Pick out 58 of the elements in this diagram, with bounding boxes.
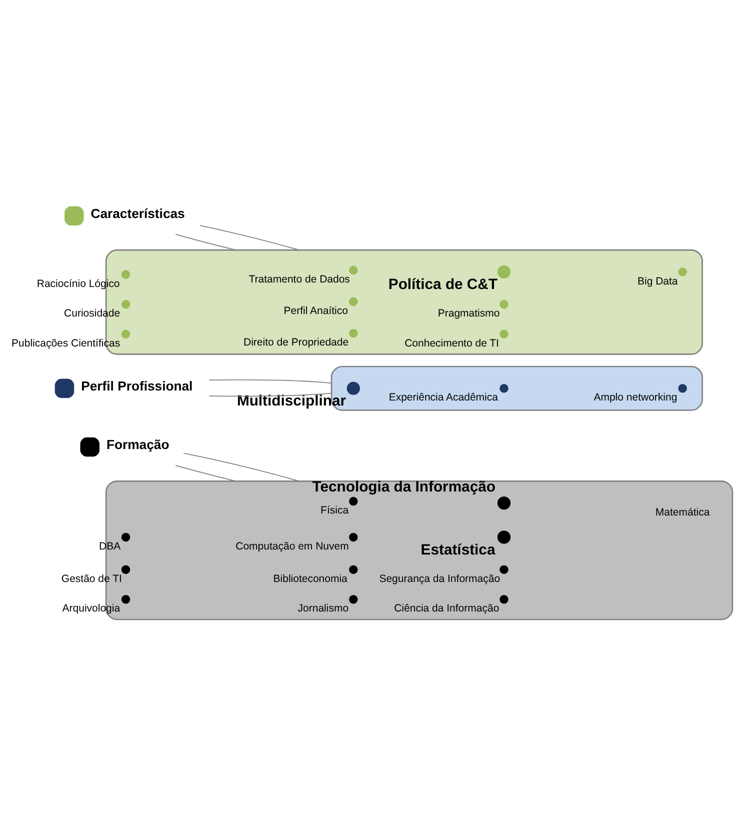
node-circle	[497, 264, 511, 278]
connector	[175, 233, 236, 250]
node-text: Matemática	[655, 506, 710, 518]
node-label: Formação	[106, 436, 170, 452]
node-label: Estatística	[420, 542, 496, 558]
node-label: Características	[90, 206, 185, 221]
node-circle	[349, 532, 358, 542]
node-label: Tratamento de Dados	[248, 273, 350, 286]
node-circle	[500, 594, 508, 604]
node-circle	[497, 496, 511, 510]
node-label: Pragmatismo	[438, 307, 500, 320]
node-label: Biblioteconomia	[273, 572, 348, 584]
node-label: Arquivologia	[62, 602, 120, 614]
node-label: Gestão de TI	[61, 572, 122, 584]
node-label: Conhecimento de TI	[404, 336, 499, 349]
node-circle	[500, 299, 508, 308]
node-label: Física	[320, 504, 349, 516]
node-circle	[349, 594, 358, 604]
node-circle	[121, 594, 130, 604]
node-circle	[349, 296, 358, 306]
node-circle	[121, 270, 130, 278]
node-label: Ciência da Informação	[394, 602, 500, 614]
node-label: Política de C&T	[388, 276, 498, 293]
connector	[208, 378, 332, 384]
node-label: Perfil Profissional	[81, 378, 193, 394]
node-label: Computação em Nuvem	[236, 540, 349, 552]
node-circle	[349, 496, 358, 506]
node-label: Tecnologia da Informação	[312, 478, 496, 495]
node-label: DBA	[99, 540, 121, 552]
node-circle	[121, 532, 130, 542]
node-label: Direito de Propriedade	[244, 336, 349, 348]
node-label: Multidisciplinar	[236, 393, 346, 410]
node-circle	[497, 530, 511, 544]
node-circle	[121, 564, 130, 574]
node-circle	[349, 564, 358, 574]
node-label: Curiosidade	[64, 307, 120, 320]
connector	[175, 464, 236, 482]
node-circle	[678, 267, 687, 276]
node-label: Jornalismo	[298, 602, 349, 614]
node-label: Segurança da Informação	[379, 572, 500, 584]
connector	[183, 452, 300, 482]
node-circle	[500, 329, 508, 338]
connector	[208, 392, 332, 396]
node-label: Perfil Anaítico	[284, 304, 348, 317]
node-circle	[349, 328, 358, 338]
node-circle	[678, 383, 687, 392]
node-circle	[121, 329, 130, 338]
node-label: Experiência Acadêmica	[388, 391, 498, 404]
node-label: Publicações Científicas	[12, 336, 120, 349]
node-label: Raciocínio Lógico	[36, 277, 120, 290]
node-circle	[121, 299, 130, 308]
node-circle	[500, 564, 508, 574]
connector	[200, 224, 300, 250]
node-label: Amplo networking	[594, 391, 678, 404]
node-circle	[349, 265, 358, 274]
node-circle	[500, 383, 508, 392]
node-circle	[346, 381, 360, 394]
node-label: Big Data	[637, 274, 678, 287]
